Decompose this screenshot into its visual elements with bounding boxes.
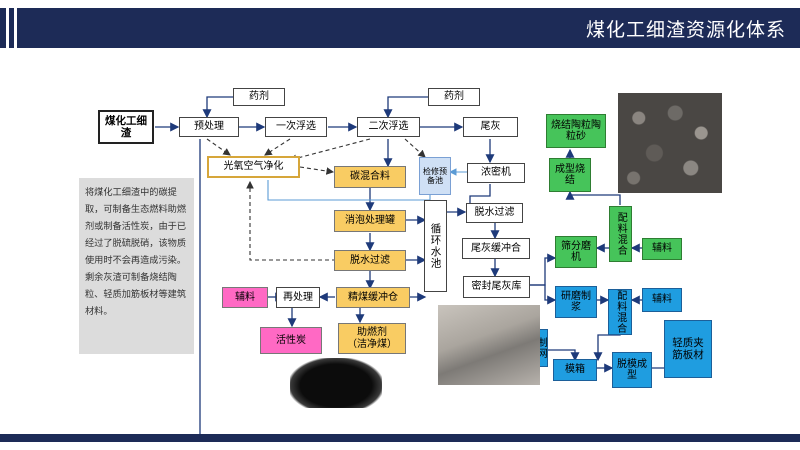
ceramsite-photo	[618, 93, 722, 193]
node-agent-1: 药剂	[233, 88, 285, 106]
node-air-purification: 光氧空气净化	[207, 156, 300, 178]
node-mix-2: 配料混合	[608, 289, 632, 335]
node-grind-slurry: 研磨制浆	[555, 286, 597, 318]
node-combustion-aid: 助燃剂 （洁净煤）	[338, 323, 406, 354]
header-stripe	[6, 8, 9, 48]
node-flotation-2: 二次浮选	[357, 117, 420, 137]
node-tail-ash: 尾灰	[463, 117, 518, 137]
node-light-board: 轻质夹筋板材	[664, 320, 712, 378]
node-reprocess: 再处理	[276, 287, 320, 308]
node-fine-coal-buffer: 精煤缓冲仓	[336, 287, 410, 308]
combustion-aid-label: 助燃剂	[357, 327, 387, 338]
node-auxiliary-2: 辅料	[642, 238, 682, 260]
node-auxiliary-1: 辅料	[222, 287, 268, 308]
node-pretreatment: 预处理	[179, 117, 239, 137]
node-activated-carbon: 活性炭	[260, 327, 322, 354]
description-note: 将煤化工细渣中的碳提取，可制备生态燃料助燃剂或制备活性炭，由于已经过了脱硫脱硝，…	[79, 178, 194, 354]
node-source: 煤化工细渣	[98, 110, 154, 144]
node-dewater-2: 脱水过滤	[334, 250, 406, 271]
header-bar: 煤化工细渣资源化体系	[0, 8, 800, 48]
node-screen-mill: 筛分磨机	[555, 236, 597, 268]
header-stripe	[14, 8, 17, 48]
node-auxiliary-3: 辅料	[642, 288, 682, 312]
page-title: 煤化工细渣资源化体系	[585, 19, 786, 41]
node-mold-box: 模箱	[553, 359, 597, 381]
clean-coal-label: （洁净煤）	[347, 338, 397, 350]
node-form-sinter: 成型烧结	[549, 158, 591, 192]
node-sealed-ash-store: 密封尾灰库	[463, 276, 530, 298]
node-agent-2: 药剂	[428, 88, 480, 106]
node-thickener: 浓密机	[467, 163, 525, 183]
node-mix-1: 配料混合	[609, 206, 632, 262]
node-circulating-pool: 循环水池	[424, 200, 447, 292]
node-ash-buffer: 尾灰缓冲合	[462, 238, 530, 259]
node-carbon-mix: 碳混合料	[334, 166, 406, 188]
node-defoam-tank: 消泡处理罐	[334, 210, 406, 232]
node-ceramsite: 烧结陶粒陶粒砂	[546, 114, 606, 148]
node-demold: 脱模成型	[612, 352, 652, 388]
node-dewater-1: 脱水过滤	[466, 203, 523, 223]
footer-bar	[0, 434, 800, 442]
node-repair-tank: 检修预备池	[419, 157, 451, 195]
activated-carbon-photo	[290, 358, 382, 408]
building-board-photo	[438, 305, 540, 385]
node-flotation-1: 一次浮选	[265, 117, 327, 137]
